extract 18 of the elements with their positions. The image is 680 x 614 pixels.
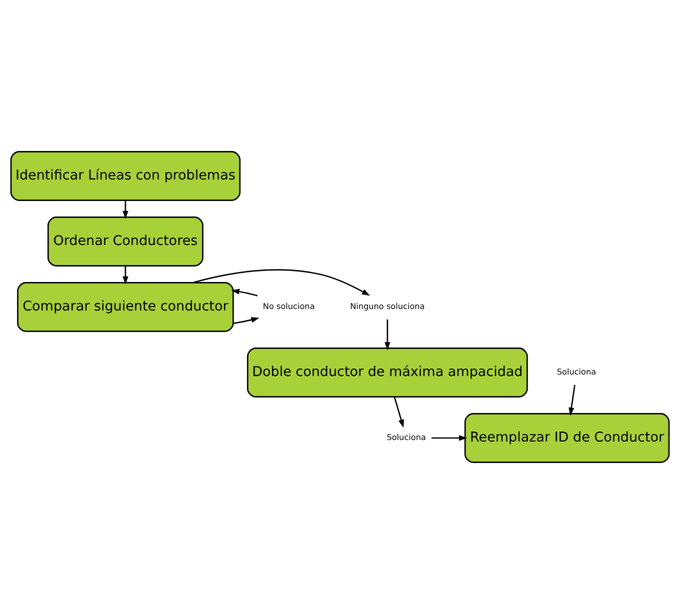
arrow xyxy=(233,317,260,324)
node-text: Ninguno soluciona xyxy=(350,301,425,312)
node-box: Comparar siguiente conductor xyxy=(17,282,234,332)
node-box: Reemplazar ID de Conductor xyxy=(464,413,670,463)
node-box: Ordenar Conductores xyxy=(47,216,204,266)
node-box: Identificar Líneas con problemas xyxy=(10,151,241,201)
arrow xyxy=(384,319,390,350)
arrow xyxy=(122,200,128,220)
arrow xyxy=(192,269,370,296)
arrow xyxy=(394,396,404,428)
node-text: No soluciona xyxy=(262,301,315,312)
node-text: Soluciona xyxy=(386,432,426,442)
node-text: Soluciona xyxy=(556,366,596,377)
arrow xyxy=(568,384,576,416)
node-box: Doble conductor de máxima ampacidad xyxy=(246,348,528,398)
arrow xyxy=(122,266,128,285)
arrow xyxy=(431,435,468,441)
arrow xyxy=(231,288,258,296)
